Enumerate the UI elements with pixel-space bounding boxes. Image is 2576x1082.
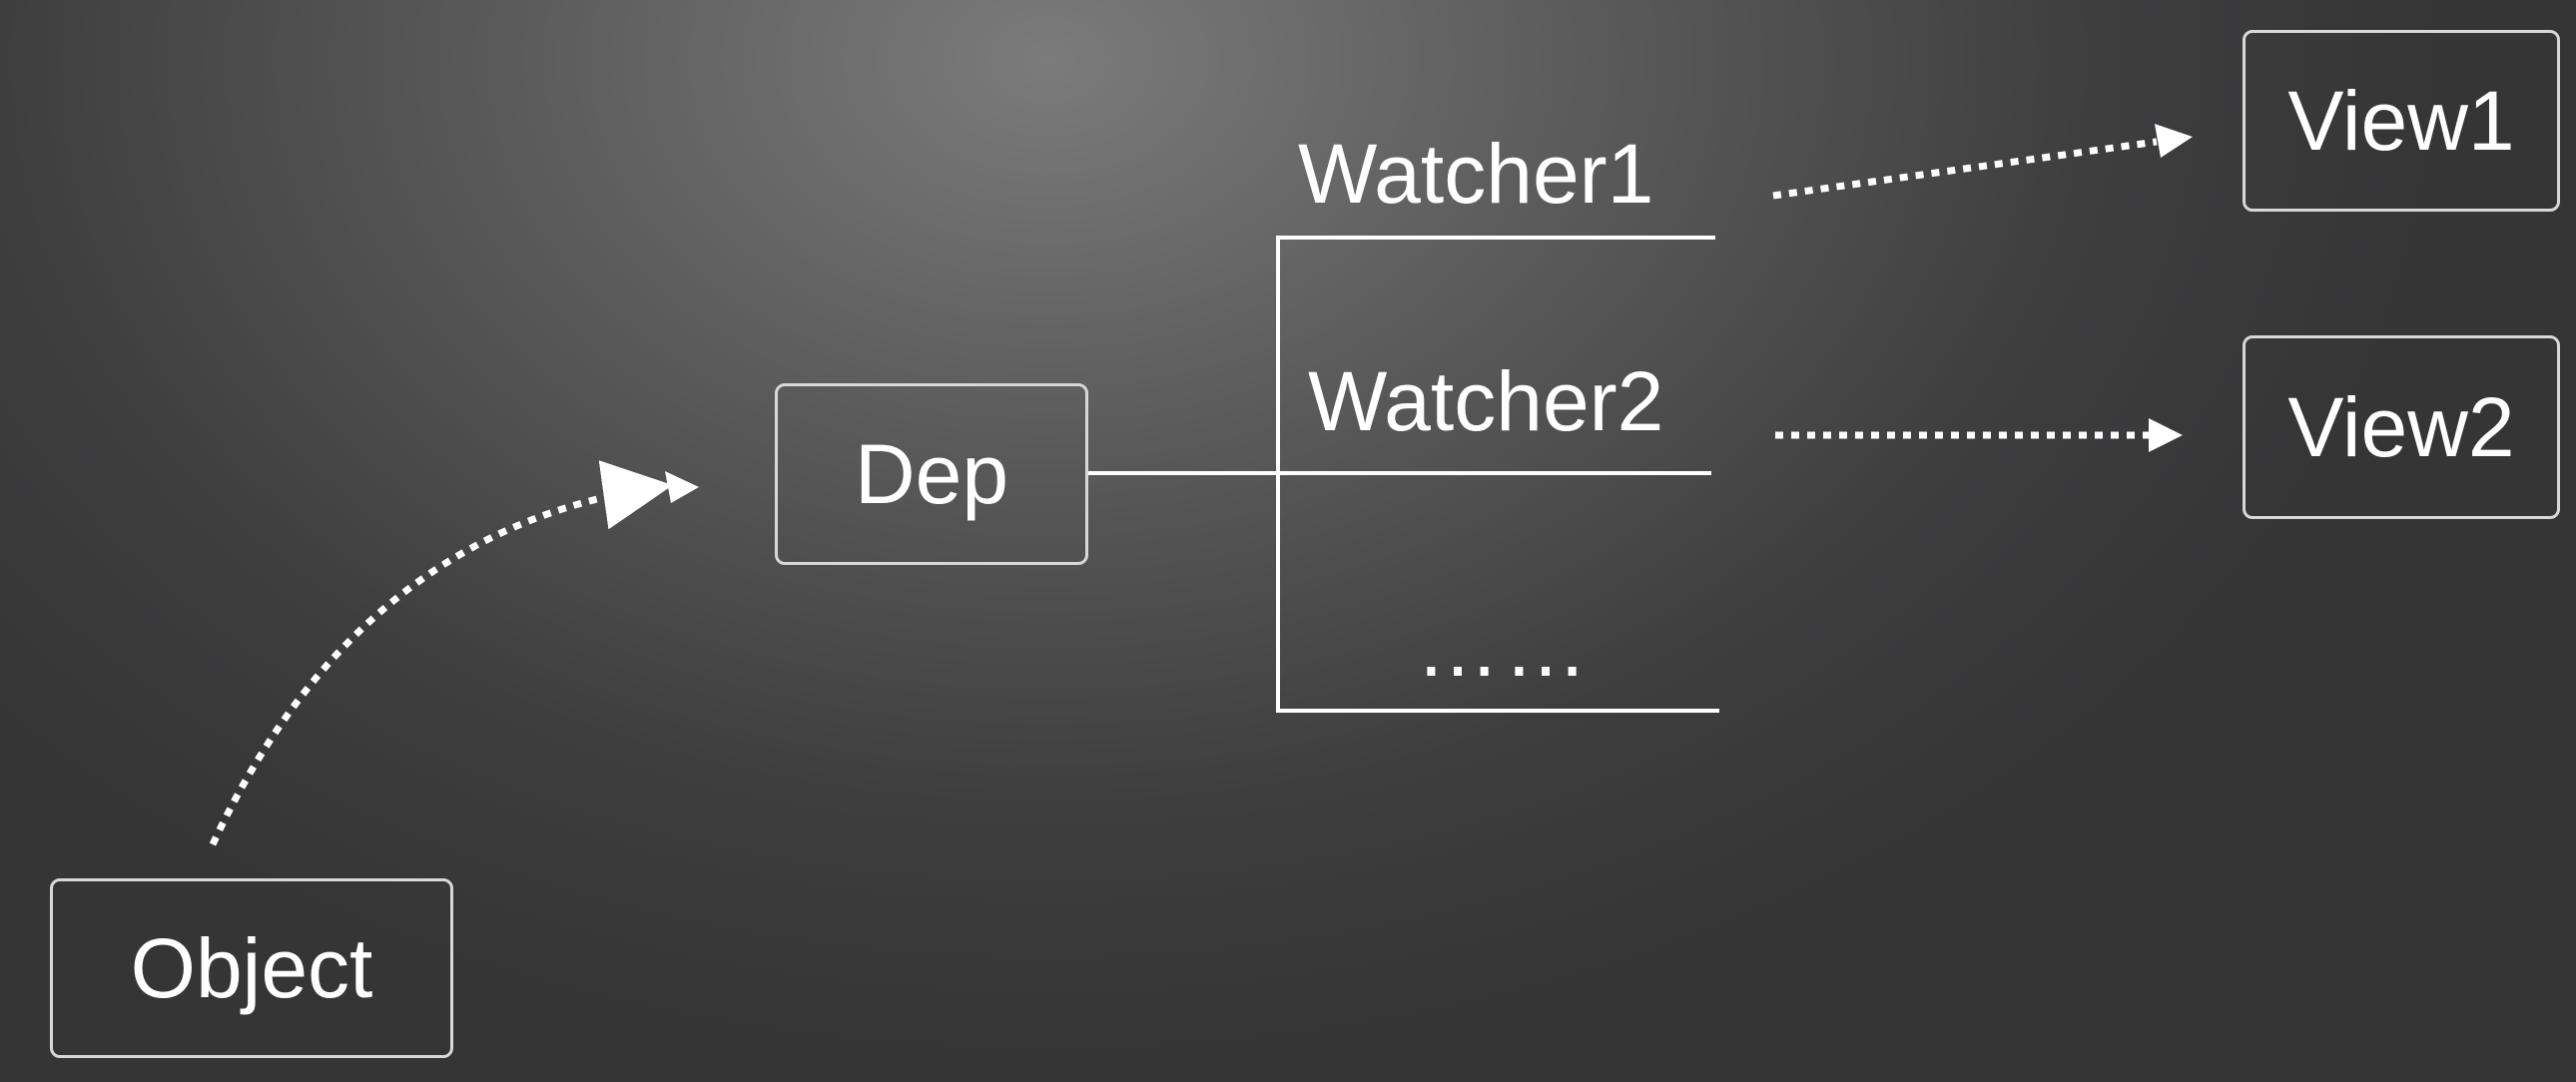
edge-object-to-dep: [209, 460, 673, 846]
arrowhead-watcher2-view2: [2149, 418, 2183, 452]
arrowhead-watcher1-view1: [2155, 124, 2193, 158]
arrowhead-object-dep: [665, 471, 699, 503]
view2-node-label: View2: [2287, 379, 2515, 474]
watcher1-label: Watcher1: [1298, 127, 1654, 221]
view1-node: View1: [2243, 30, 2560, 212]
view2-node: View2: [2243, 335, 2560, 519]
view1-node-label: View1: [2287, 73, 2515, 168]
more-watchers-ellipsis: ……: [1416, 600, 1592, 694]
object-node: Object: [50, 878, 453, 1058]
edge-watcher1-to-view1: [1772, 138, 2158, 200]
dep-node-label: Dep: [854, 426, 1009, 521]
watcher2-label: Watcher2: [1308, 354, 1664, 448]
object-node-label: Object: [130, 920, 373, 1015]
dep-node: Dep: [775, 383, 1088, 565]
